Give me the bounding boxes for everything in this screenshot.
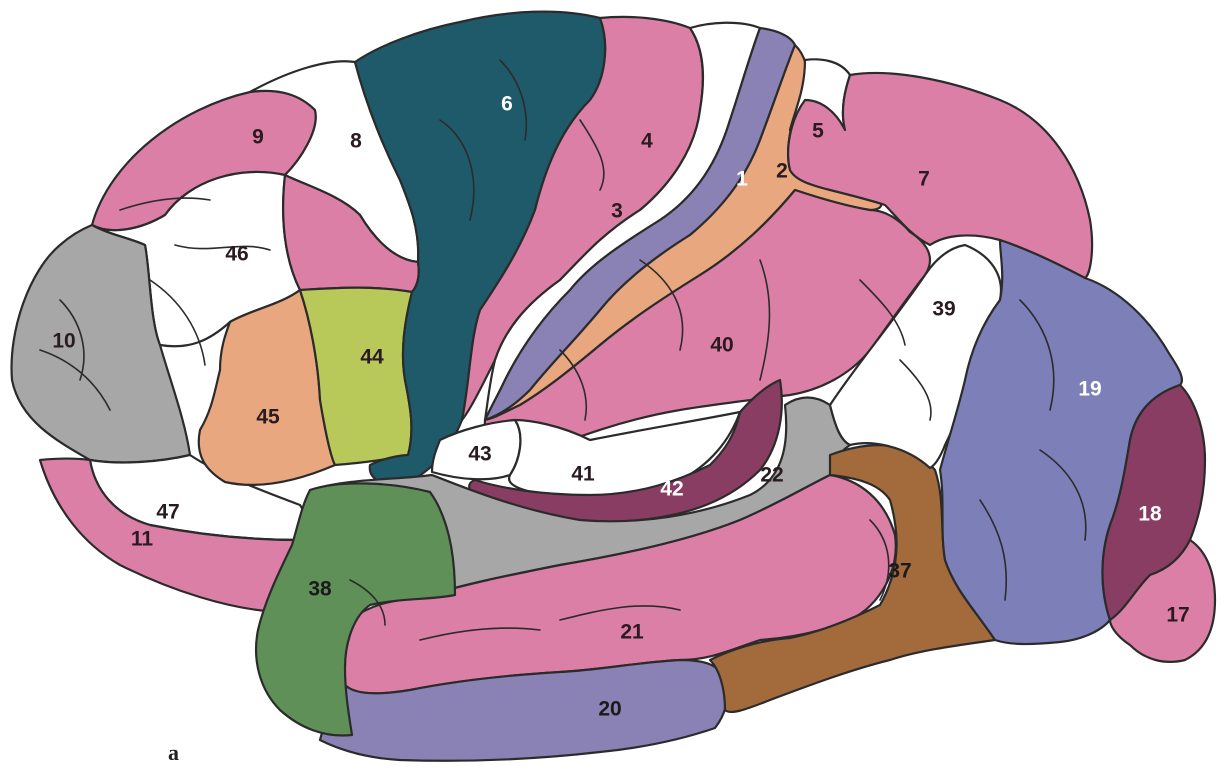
area-44-label: 44 <box>360 346 384 369</box>
area-40-label: 40 <box>710 334 733 357</box>
area-37-label: 37 <box>888 560 911 583</box>
area-7-label: 7 <box>918 168 930 191</box>
area-46-label: 46 <box>225 243 248 266</box>
area-5-label: 5 <box>812 120 824 143</box>
area-8-label: 8 <box>350 130 362 153</box>
area-11-label: 11 <box>131 528 154 551</box>
area-1-label: 1 <box>736 168 748 191</box>
area-41-label: 41 <box>571 463 595 486</box>
area-22-label: 22 <box>760 464 783 487</box>
area-17-label: 17 <box>1166 604 1189 627</box>
area-39-label: 39 <box>932 298 955 321</box>
area-43-label: 43 <box>468 443 491 466</box>
area-3-label: 3 <box>611 200 623 223</box>
area-20-label: 20 <box>598 698 621 721</box>
area-18-label: 18 <box>1138 503 1162 526</box>
panel-label: a <box>168 740 179 765</box>
area-2-label: 2 <box>776 160 788 183</box>
area-6-label: 6 <box>501 93 513 116</box>
area-45-label: 45 <box>256 406 280 429</box>
area-9-label: 9 <box>252 126 264 149</box>
area-38-label: 38 <box>308 578 332 601</box>
area-19-label: 19 <box>1078 378 1101 401</box>
area-42-label: 42 <box>660 478 683 501</box>
area-21-label: 21 <box>620 621 644 644</box>
area-10-label: 10 <box>52 330 75 353</box>
area-4-label: 4 <box>641 130 653 153</box>
area-47-label: 47 <box>156 501 179 524</box>
